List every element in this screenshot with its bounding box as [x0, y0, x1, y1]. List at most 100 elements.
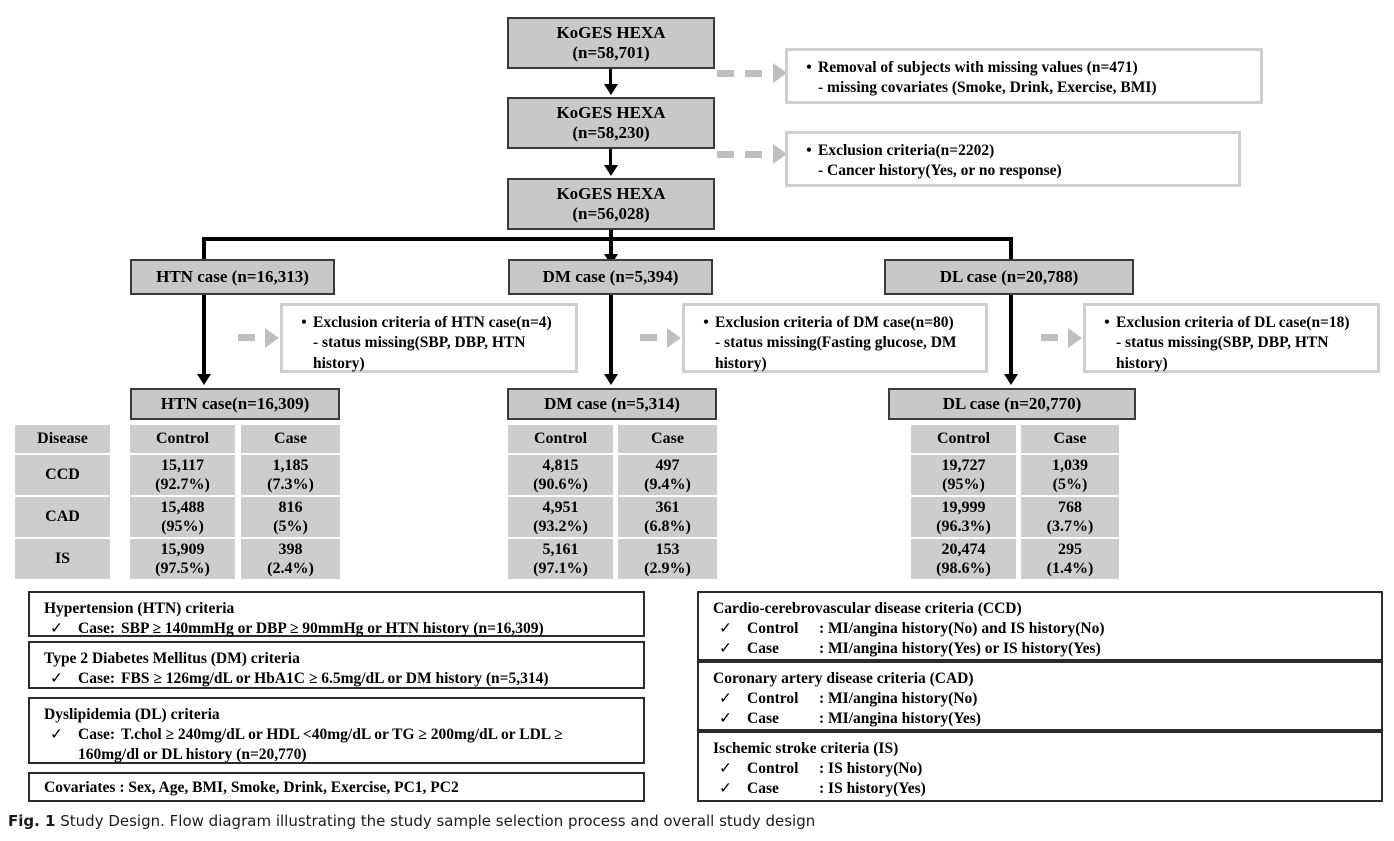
table-cell-htn-cad-case: 816 (5%) [241, 497, 340, 537]
dashed-connector-dm [640, 334, 670, 341]
bullet-icon: • [806, 59, 812, 76]
criteria-dm-value: FBS ≥ 126mg/dL or HbA1C ≥ 6.5mg/dL or DM… [121, 670, 549, 688]
value-percent: (1.4%) [1046, 560, 1094, 577]
value-count: 153 [655, 540, 680, 558]
value-percent: (2.4%) [267, 560, 314, 577]
criteria-htn-title: Hypertension (HTN) criteria [44, 600, 235, 617]
criteria-cad-control-key: Control [747, 690, 799, 708]
value-percent: (95%) [942, 476, 985, 493]
cohort-box-2-line2: (n=58,230) [572, 123, 650, 142]
exclusion-note-1-bullet: Removal of subjects with missing values … [818, 59, 1138, 76]
check-icon: ✓ [719, 620, 732, 638]
branch-box-dl-label: DL case (n=20,788) [939, 266, 1079, 286]
branch-note-dl-bullet: Exclusion criteria of DL case(n=18) [1116, 314, 1350, 331]
connector-dl-final [1009, 295, 1013, 378]
branch-box-htn: HTN case (n=16,313) [130, 259, 335, 295]
value-count: 19,727 [941, 456, 986, 474]
branch-drop-htn [202, 237, 206, 259]
cohort-box-3-line2: (n=56,028) [572, 204, 650, 223]
value-percent: (98.6%) [936, 560, 991, 577]
arrow-down-htn-final [197, 374, 211, 385]
row-label-cad: CAD [45, 508, 80, 526]
table-row-label-is: IS [15, 539, 110, 579]
branch-note-htn-detail: - status missing(SBP, DBP, HTN [313, 334, 526, 352]
table-cell-dl-ccd-control: 19,727 (95%) [911, 455, 1016, 495]
cohort-box-2: KoGES HEXA (n=58,230) [507, 97, 715, 149]
value-percent: (97.5%) [155, 560, 210, 577]
branch-box-htn-label: HTN case (n=16,313) [156, 266, 309, 286]
table-header-dm-control: Control [508, 425, 613, 453]
criteria-dm-key: Case: [78, 670, 116, 688]
criteria-dl-key: Case: [78, 726, 116, 744]
dashed-arrow-head-1 [773, 63, 787, 83]
table-cell-htn-ccd-control: 15,117 (92.7%) [130, 455, 235, 495]
value-count: 5,161 [542, 540, 579, 558]
criteria-is-control-key: Control [747, 760, 799, 778]
branch-stem [609, 230, 613, 240]
criteria-cad-control-value: : MI/angina history(No) [819, 690, 978, 708]
exclusion-note-2-bullet: Exclusion criteria(n=2202) [818, 142, 995, 159]
value-count: 497 [655, 456, 680, 474]
table-cell-dl-cad-case: 768 (3.7%) [1021, 497, 1119, 537]
value-percent: (90.6%) [533, 476, 588, 493]
branch-note-dm-detail2: history) [715, 354, 767, 372]
bullet-icon: • [1104, 314, 1110, 331]
value-count: 768 [1058, 498, 1082, 516]
table-header-htn-case: Case [241, 425, 340, 453]
connector-2-3 [609, 149, 612, 168]
branch-drop-dl [1009, 237, 1013, 259]
figure-caption-text: Study Design. Flow diagram illustrating … [60, 812, 816, 830]
value-count: 1,039 [1052, 456, 1088, 474]
criteria-dm-title: Type 2 Diabetes Mellitus (DM) criteria [44, 650, 300, 667]
table-cell-dm-ccd-control: 4,815 (90.6%) [508, 455, 613, 495]
value-percent: (93.2%) [533, 518, 588, 535]
exclusion-note-2-detail: - Cancer history(Yes, or no response) [818, 162, 1062, 180]
value-count: 361 [655, 498, 680, 516]
bullet-icon: • [703, 314, 709, 331]
connector-dm-final [609, 295, 613, 378]
value-percent: (7.3%) [267, 476, 314, 493]
branch-note-htn: • Exclusion criteria of HTN case(n=4) - … [280, 303, 578, 373]
final-box-dm: DM case (n=5,314) [507, 388, 717, 420]
row-label-ccd: CCD [45, 466, 80, 484]
table-cell-dm-ccd-case: 497 (9.4%) [618, 455, 717, 495]
criteria-cad-case-value: : MI/angina history(Yes) [819, 710, 981, 728]
value-count: 4,951 [542, 498, 579, 516]
table-cell-dm-cad-control: 4,951 (93.2%) [508, 497, 613, 537]
dashed-arrow-head-dl [1068, 328, 1082, 348]
criteria-is-case-value: : IS history(Yes) [819, 780, 926, 798]
arrow-down-2 [604, 165, 618, 176]
dashed-connector-1 [717, 70, 775, 77]
dashed-connector-dl [1041, 334, 1071, 341]
table-cell-dm-cad-case: 361 (6.8%) [618, 497, 717, 537]
value-percent: (95%) [161, 518, 204, 535]
table-cell-htn-is-control: 15,909 (97.5%) [130, 539, 235, 579]
dashed-arrow-head-dm [667, 328, 681, 348]
final-box-dm-label: DM case (n=5,314) [544, 393, 680, 413]
exclusion-note-1: • Removal of subjects with missing value… [785, 48, 1263, 104]
criteria-box-dm: Type 2 Diabetes Mellitus (DM) criteria ✓… [28, 641, 645, 689]
final-box-htn: HTN case(n=16,309) [130, 388, 340, 420]
check-icon: ✓ [719, 710, 732, 728]
criteria-ccd-case-key: Case [747, 640, 779, 658]
table-row-label-cad: CAD [15, 497, 110, 537]
value-count: 295 [1058, 540, 1082, 558]
table-cell-dl-ccd-case: 1,039 (5%) [1021, 455, 1119, 495]
cohort-box-2-line1: KoGES HEXA [556, 102, 666, 122]
bullet-icon: • [301, 314, 307, 331]
criteria-htn-value: SBP ≥ 140mmHg or DBP ≥ 90mmHg or HTN his… [121, 620, 544, 638]
criteria-is-case-key: Case [747, 780, 779, 798]
col-header-control: Control [533, 430, 588, 448]
figure-caption: Fig. 1 Study Design. Flow diagram illust… [8, 812, 1388, 830]
value-percent: (97.1%) [533, 560, 588, 577]
value-count: 816 [278, 498, 303, 516]
criteria-ccd-case-value: : MI/angina history(Yes) or IS history(Y… [819, 640, 1101, 658]
cohort-box-1-line2: (n=58,701) [572, 43, 650, 62]
value-percent: (2.9%) [644, 560, 691, 577]
dashed-connector-htn [238, 334, 268, 341]
table-cell-dl-is-control: 20,474 (98.6%) [911, 539, 1016, 579]
value-percent: (9.4%) [644, 476, 691, 493]
criteria-dl-value: T.chol ≥ 240mg/dL or HDL <40mg/dL or TG … [121, 726, 563, 744]
value-count: 15,117 [160, 456, 205, 474]
criteria-dl-title: Dyslipidemia (DL) criteria [44, 706, 220, 723]
